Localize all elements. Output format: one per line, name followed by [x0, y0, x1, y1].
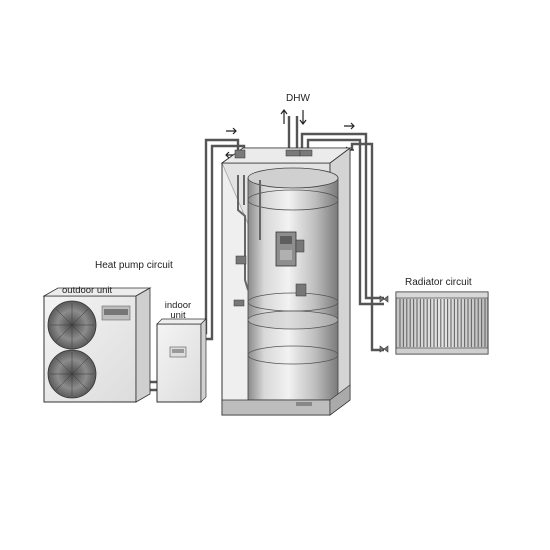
indoor-unit-label-line1: indoor [164, 300, 192, 311]
indoor-unit [156, 318, 207, 403]
radiator [395, 291, 489, 355]
radiator-valve-icon [379, 295, 389, 353]
hot-water-cylinder [220, 147, 352, 416]
brand-badge [296, 402, 312, 406]
outdoor-unit-label: outdoor unit [62, 285, 113, 296]
dhw-label: DHW [286, 93, 310, 104]
outdoor-unit [42, 287, 152, 403]
dhw-down-arrow-icon [299, 110, 307, 125]
dhw-up-arrow-icon [280, 109, 288, 124]
indoor-unit-label-line2: unit [170, 310, 186, 321]
dhw-pipes [287, 116, 299, 152]
radiator-circuit-pipes [300, 132, 384, 352]
flow-arrow-icon [344, 122, 355, 130]
brand-badge [104, 309, 128, 315]
heat-pump-circuit-label: Heat pump circuit [95, 260, 173, 271]
radiator-circuit-label: Radiator circuit [405, 277, 472, 288]
flow-arrow-icon [226, 127, 237, 135]
